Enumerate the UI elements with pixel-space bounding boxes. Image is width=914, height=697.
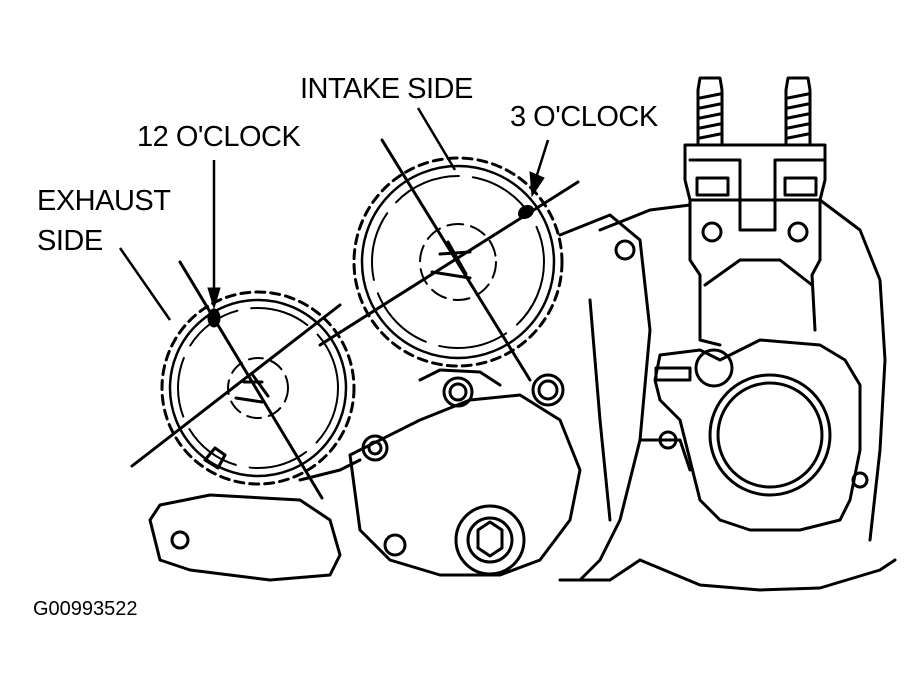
exhaust-side-label-line2: SIDE — [37, 225, 103, 257]
leader-lines — [118, 107, 550, 321]
cam-bearing-bracket — [683, 76, 827, 347]
intake-side-label: INTAKE SIDE — [300, 73, 473, 105]
figure-id: G00993522 — [33, 598, 138, 620]
intake-timing-mark — [517, 204, 535, 220]
exhaust-side-label-line1: EXHAUST — [37, 185, 171, 217]
oil-seal — [654, 348, 832, 497]
twelve-oclock-label: 12 O'CLOCK — [137, 121, 301, 153]
leader-arrowheads — [207, 171, 545, 310]
timing-marks — [207, 204, 535, 328]
three-oclock-label: 3 O'CLOCK — [510, 101, 658, 133]
exhaust-timing-mark — [207, 308, 221, 328]
timing-alignment-lines — [130, 138, 580, 500]
exhaust-sprocket — [160, 290, 356, 486]
engine-block-outline — [148, 198, 897, 592]
